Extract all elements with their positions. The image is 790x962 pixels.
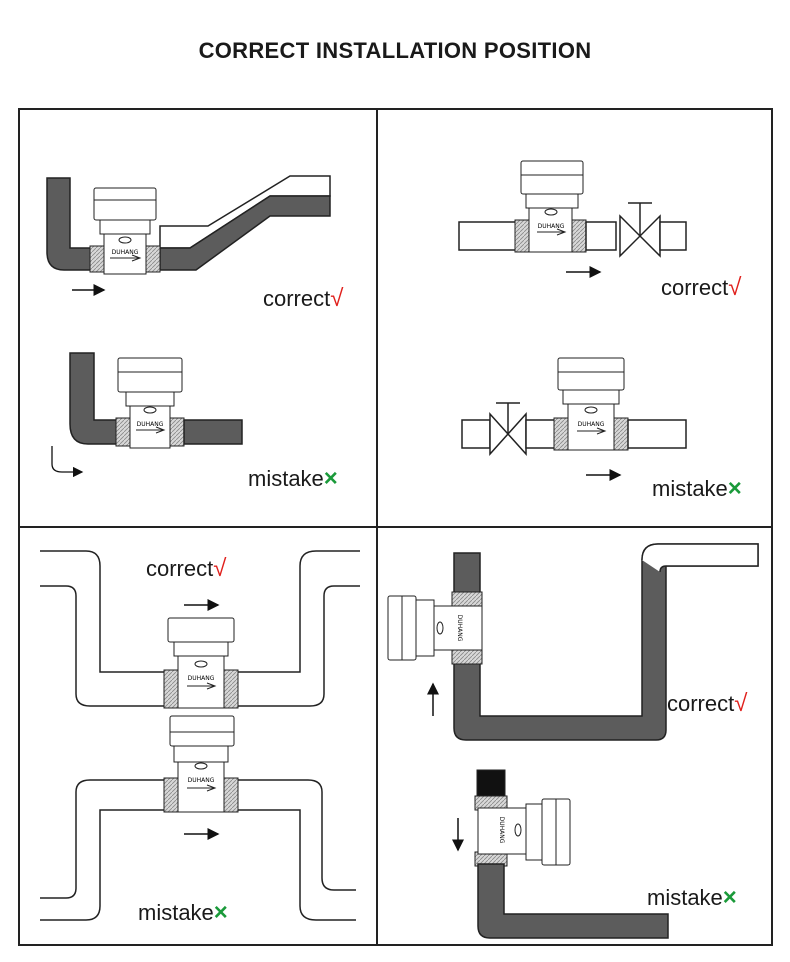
grid-horizontal-divider <box>18 526 773 528</box>
label-correct-bottom-left: correct√ <box>146 555 227 582</box>
cross-mark-icon: × <box>722 884 737 911</box>
check-mark-icon: √ <box>728 274 742 301</box>
panel-bottom-right-correct: DUHANG <box>387 543 759 741</box>
check-mark-icon: √ <box>330 285 344 312</box>
label-mistake-top-left: mistake× <box>248 465 338 492</box>
panel-top-right-mistake: DUHANG <box>461 357 687 481</box>
cross-mark-icon: × <box>727 475 742 502</box>
svg-text:DUHANG: DUHANG <box>538 223 565 230</box>
svg-text:DUHANG: DUHANG <box>137 421 164 428</box>
label-correct-bottom-right: correct√ <box>667 690 748 717</box>
page-title: CORRECT INSTALLATION POSITION <box>198 38 592 63</box>
panel-bottom-left-mistake: DUHANG <box>40 715 356 921</box>
label-mistake-bottom-left: mistake× <box>138 899 228 926</box>
label-correct-top-left: correct√ <box>263 285 344 312</box>
panel-top-left-correct: DUHANG <box>46 175 331 296</box>
check-mark-icon: √ <box>734 690 748 717</box>
cross-mark-icon: × <box>323 465 338 492</box>
check-mark-icon: √ <box>213 555 227 582</box>
svg-text:DUHANG: DUHANG <box>188 777 215 784</box>
panel-top-left-mistake: DUHANG <box>51 352 243 478</box>
label-mistake-top-right: mistake× <box>652 475 742 502</box>
svg-text:DUHANG: DUHANG <box>578 421 605 428</box>
svg-text:DUHANG: DUHANG <box>498 817 505 844</box>
svg-text:DUHANG: DUHANG <box>112 249 139 256</box>
label-mistake-bottom-right: mistake× <box>647 884 737 911</box>
svg-text:DUHANG: DUHANG <box>188 675 215 682</box>
cross-mark-icon: × <box>213 899 228 926</box>
svg-text:DUHANG: DUHANG <box>456 615 463 642</box>
panel-bottom-right-mistake: DUHANG <box>452 769 669 939</box>
panel-top-right-correct: DUHANG <box>458 160 687 278</box>
panel-bottom-left-correct: DUHANG <box>40 550 360 709</box>
label-correct-top-right: correct√ <box>661 274 742 301</box>
